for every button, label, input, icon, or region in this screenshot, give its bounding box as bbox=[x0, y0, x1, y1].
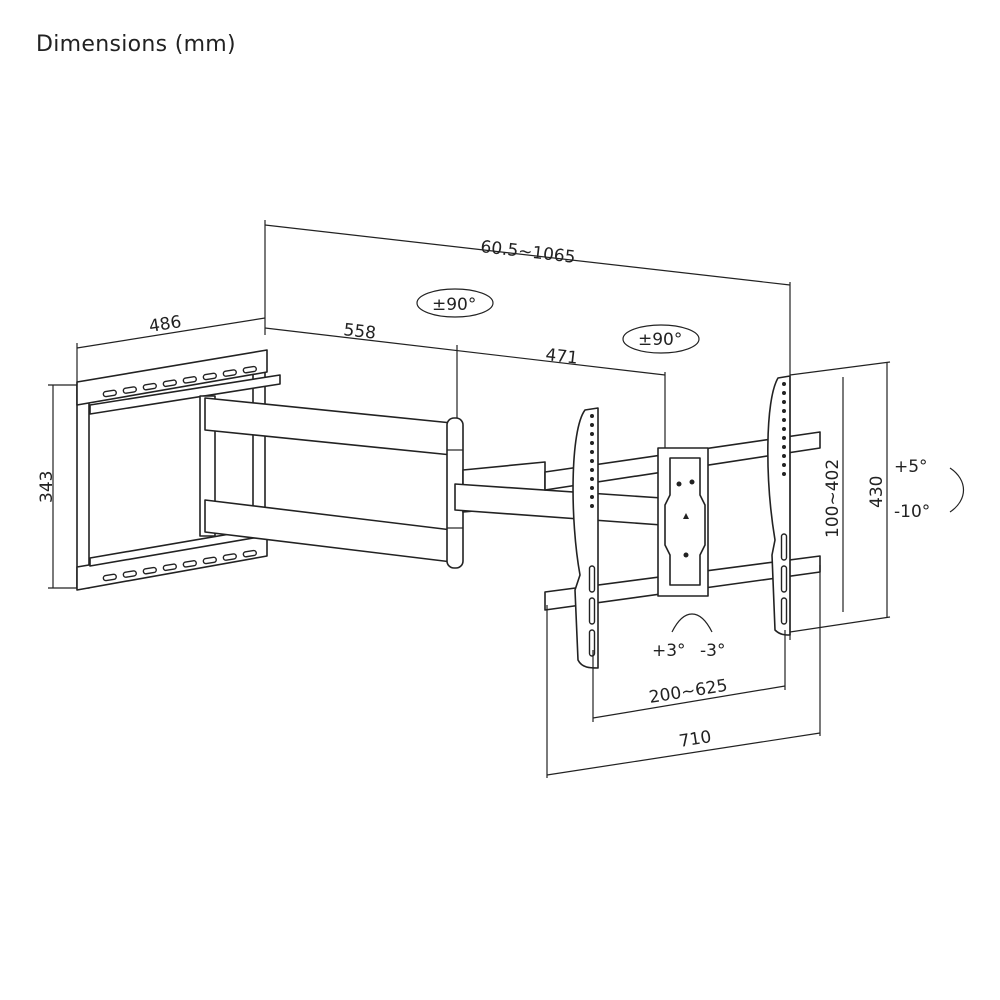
mounting-slot bbox=[242, 549, 257, 558]
mounting-slot bbox=[102, 389, 117, 398]
mounting-slot bbox=[102, 573, 117, 582]
label-swivel-1: ±90° bbox=[432, 295, 476, 315]
vesa-hole bbox=[590, 477, 594, 481]
label-wall-plate-width: 486 bbox=[148, 312, 183, 337]
vesa-hole bbox=[590, 432, 594, 436]
vesa-hole bbox=[590, 441, 594, 445]
mounting-slot bbox=[122, 570, 137, 578]
label-second-arm: 471 bbox=[544, 345, 579, 369]
mounting-slot bbox=[142, 382, 157, 391]
mounting-slot bbox=[242, 365, 257, 374]
vesa-hole bbox=[782, 382, 786, 386]
mounting-slot bbox=[222, 369, 237, 377]
mounting-slot bbox=[182, 376, 197, 384]
wall-plate bbox=[76, 349, 281, 591]
vesa-hole bbox=[590, 495, 594, 499]
mounting-slot bbox=[122, 386, 137, 394]
label-level-plus: +3° bbox=[652, 641, 686, 661]
vesa-hole bbox=[590, 486, 594, 490]
vesa-hole bbox=[782, 454, 786, 458]
vesa-hole bbox=[782, 391, 786, 395]
vesa-slot bbox=[588, 629, 596, 657]
vesa-slot bbox=[588, 597, 596, 625]
mounting-slot bbox=[162, 563, 177, 572]
tv-bracket bbox=[544, 375, 821, 669]
label-bracket-width: 710 bbox=[678, 727, 713, 752]
vesa-hole bbox=[782, 436, 786, 440]
dimension-lines bbox=[48, 220, 965, 778]
vesa-hole bbox=[782, 418, 786, 422]
vesa-hole bbox=[782, 409, 786, 413]
label-first-arm: 558 bbox=[342, 320, 377, 344]
vesa-hole bbox=[782, 463, 786, 467]
label-level-minus: -3° bbox=[700, 641, 725, 661]
label-tilt-up: +5° bbox=[894, 457, 928, 477]
mounting-slot bbox=[182, 560, 197, 568]
mounting-slot bbox=[202, 556, 217, 565]
label-tilt-down: -10° bbox=[894, 502, 930, 522]
mounting-slot bbox=[222, 553, 237, 561]
vesa-hole bbox=[782, 472, 786, 476]
label-total-extension: 60.5~1065 bbox=[479, 237, 576, 268]
vesa-hole bbox=[782, 445, 786, 449]
vesa-hole bbox=[590, 504, 594, 508]
vesa-slot bbox=[780, 597, 788, 625]
vesa-hole bbox=[782, 427, 786, 431]
vesa-hole bbox=[590, 468, 594, 472]
label-swivel-2: ±90° bbox=[638, 330, 682, 350]
vesa-hole bbox=[590, 423, 594, 427]
vesa-hole bbox=[590, 414, 594, 418]
mounting-slot bbox=[202, 372, 217, 381]
vesa-hole bbox=[590, 459, 594, 463]
vesa-hole bbox=[590, 450, 594, 454]
vesa-hole bbox=[782, 400, 786, 404]
vesa-slot bbox=[780, 533, 788, 561]
label-bracket-height: 430 bbox=[867, 476, 887, 508]
label-vesa-vertical: 100~402 bbox=[823, 459, 843, 538]
label-vesa-horizontal: 200~625 bbox=[648, 676, 729, 708]
vesa-slot bbox=[588, 565, 596, 593]
mounting-slot bbox=[162, 379, 177, 388]
page-title: Dimensions (mm) bbox=[36, 32, 236, 57]
mounting-slot bbox=[142, 566, 157, 575]
vesa-slot bbox=[780, 565, 788, 593]
label-wall-plate-height: 343 bbox=[37, 471, 57, 503]
first-arm bbox=[199, 395, 464, 569]
